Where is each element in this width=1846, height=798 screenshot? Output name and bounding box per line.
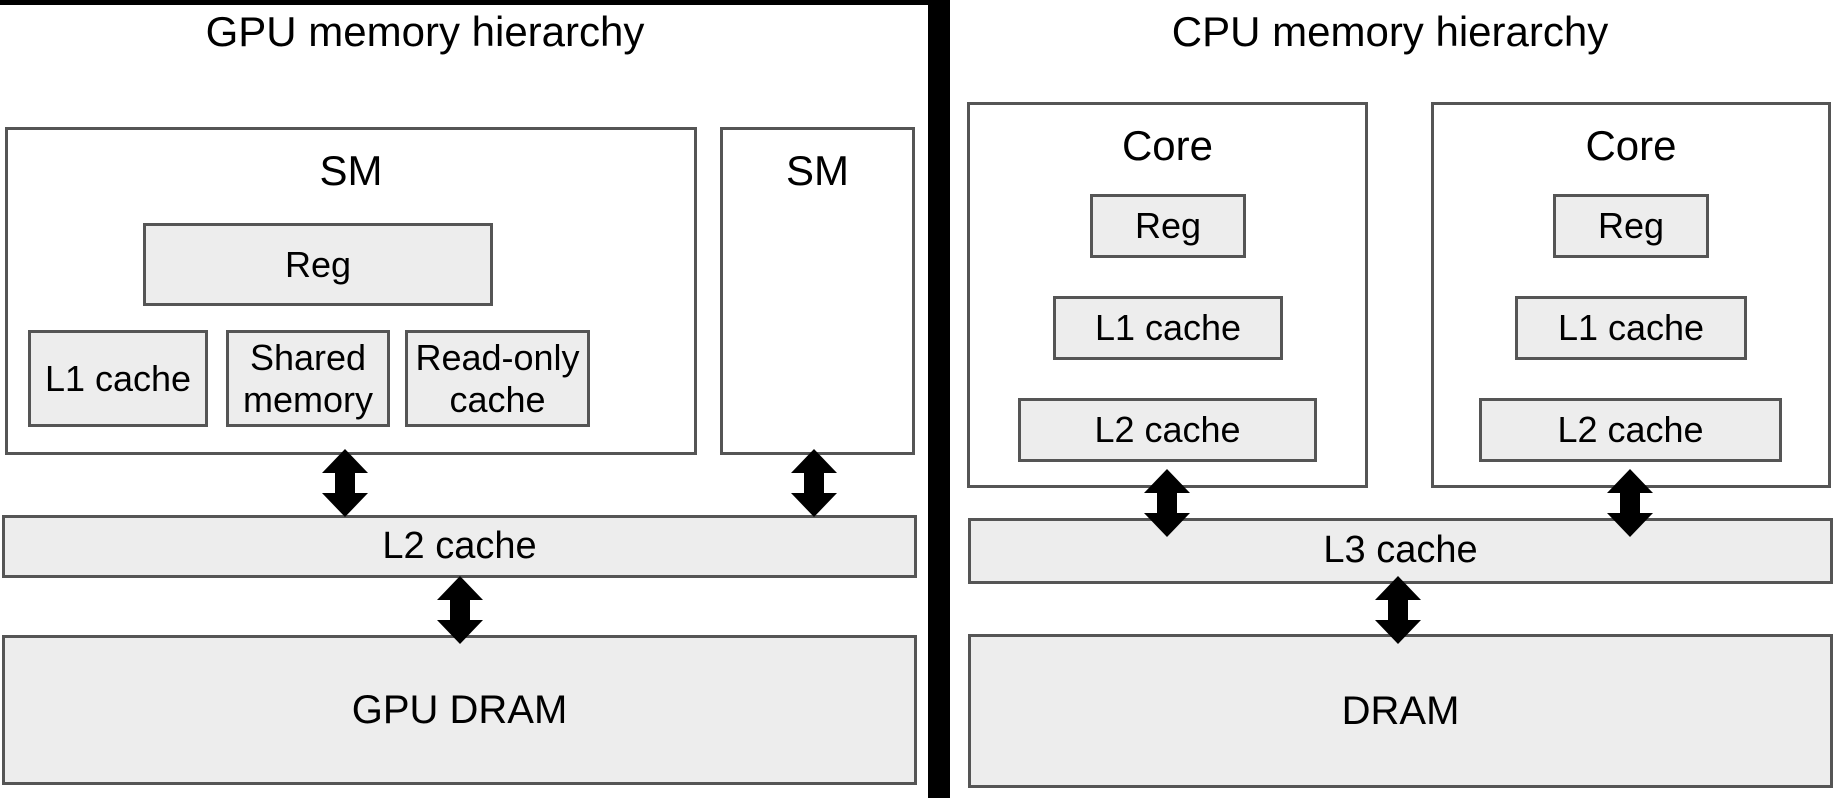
gpu-l1-cache-box: L1 cache <box>28 330 208 427</box>
cpu-panel: CPU memory hierarchy <box>950 0 1846 798</box>
core-2-label: Core <box>1585 122 1677 169</box>
bidirectional-arrow-icon-core1-l3 <box>1144 469 1190 537</box>
gpu-reg-box: Reg <box>143 223 493 306</box>
core-1-l1-cache-box: L1 cache <box>1053 296 1283 360</box>
gpu-shared-memory-box: Shared memory <box>226 330 390 427</box>
core-2-reg-box: Reg <box>1553 194 1709 258</box>
gpu-readonly-cache-box: Read-only cache <box>405 330 590 427</box>
sm-large-label: SM <box>319 147 383 194</box>
cpu-panel-title: CPU memory hierarchy <box>1171 8 1609 55</box>
bidirectional-arrow-icon-l3-dram <box>1375 576 1421 644</box>
bidirectional-arrow-icon-sm2-l2 <box>791 449 837 517</box>
bidirectional-arrow-icon-core2-l3 <box>1607 469 1653 537</box>
panel-divider <box>928 0 950 798</box>
gpu-panel-title: GPU memory hierarchy <box>205 8 645 55</box>
core-1-l2-cache-box: L2 cache <box>1018 398 1317 462</box>
core-1-reg-box: Reg <box>1090 194 1246 258</box>
core-2-l2-cache-box: L2 cache <box>1479 398 1782 462</box>
bidirectional-arrow-icon-l2-dram <box>437 576 483 644</box>
gpu-l2-cache-bar: L2 cache <box>2 515 917 578</box>
gpu-panel: GPU memory hierarchy SM SM Reg L1 cache … <box>2 8 917 785</box>
top-border-strip <box>0 0 950 5</box>
bidirectional-arrow-icon-sm-l2 <box>322 449 368 517</box>
core-2-l1-cache-box: L1 cache <box>1515 296 1747 360</box>
sm-small-label: SM <box>786 147 849 194</box>
cpu-l3-cache-bar: L3 cache <box>968 518 1833 584</box>
core-1-label: Core <box>1121 122 1214 169</box>
sm-box-small: SM <box>720 127 915 455</box>
cpu-dram-bar: DRAM <box>968 634 1833 788</box>
gpu-dram-bar: GPU DRAM <box>2 635 917 785</box>
